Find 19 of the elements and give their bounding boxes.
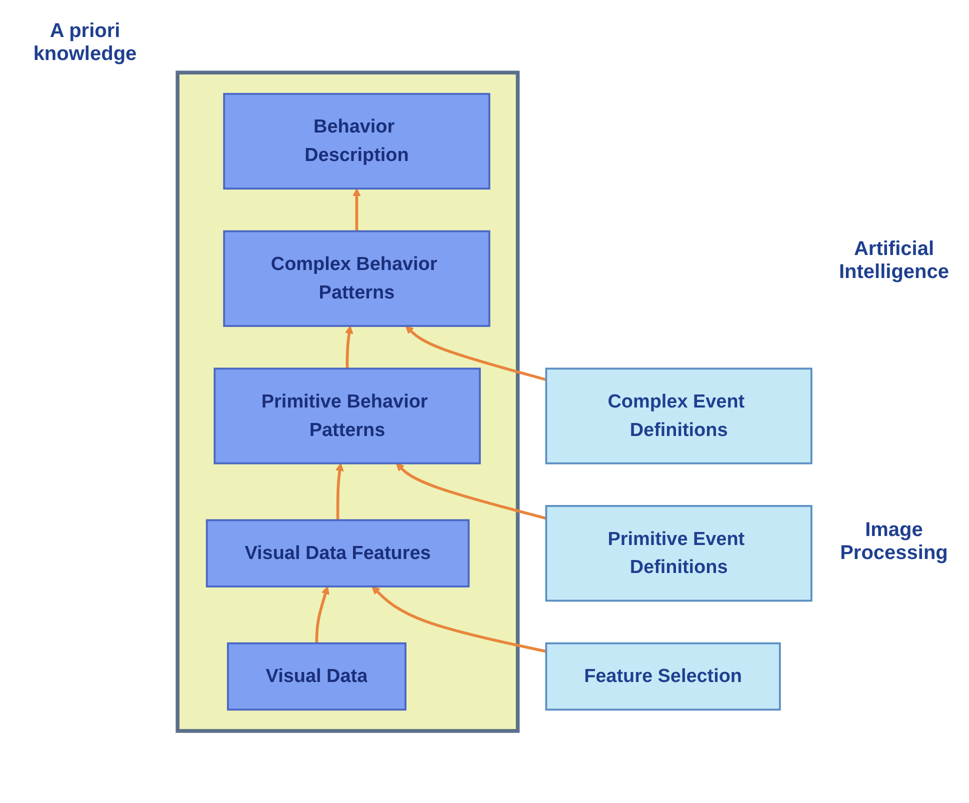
bracket-label: Image Processing	[839, 519, 949, 566]
arrow	[372, 586, 546, 653]
node-box: Complex Event Definitions	[545, 367, 812, 464]
node-box: Behavior Description	[223, 92, 490, 190]
cluster	[176, 70, 520, 733]
arrow	[405, 325, 547, 381]
node-box: Primitive Event Definitions	[545, 504, 812, 602]
arrow	[352, 188, 361, 231]
node-box: Complex Behavior Patterns	[223, 230, 490, 327]
node-box: Visual Data	[226, 642, 406, 710]
arrow	[345, 325, 354, 368]
node-box: Feature Selection	[545, 642, 781, 710]
arrow	[336, 462, 344, 520]
node-box: Primitive Behavior Patterns	[214, 367, 481, 464]
arrow	[315, 586, 330, 644]
arrow	[396, 462, 547, 520]
group-heading: A priori knowledge	[32, 20, 138, 66]
bracket-label: Artificial Intelligence	[838, 238, 950, 284]
node-box: Visual Data Features	[206, 518, 470, 588]
